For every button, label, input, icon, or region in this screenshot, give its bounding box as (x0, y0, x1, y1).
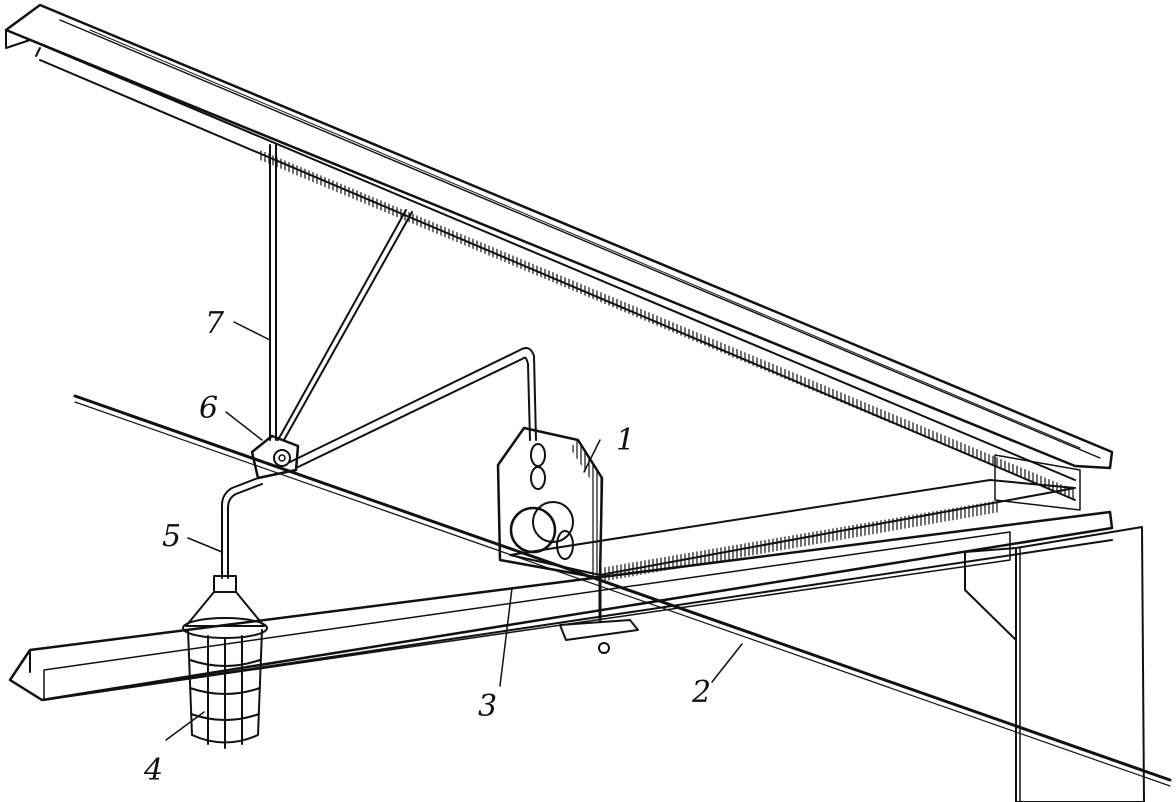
concrete-column (964, 526, 1145, 802)
label-4: 4 (143, 753, 163, 788)
lower-channel-beam (8, 510, 1114, 702)
girder-end-web (994, 454, 1081, 511)
label-2: 2 (691, 675, 711, 710)
messenger-wire (73, 394, 1172, 787)
label-6: 6 (199, 391, 218, 426)
leader-lines (165, 321, 743, 741)
label-7: 7 (205, 306, 225, 341)
upper-girder (4, 3, 1114, 501)
wire-clamp (250, 434, 300, 480)
lamp-rod (221, 477, 263, 579)
chain-and-pulley (509, 443, 639, 654)
label-5: 5 (162, 519, 181, 554)
bracket-plate (496, 426, 604, 580)
label-3: 3 (478, 689, 497, 724)
lamp-fixture (182, 575, 268, 749)
conduit (289, 347, 537, 469)
label-1: 1 (616, 423, 635, 458)
hanger-rods (269, 144, 413, 441)
